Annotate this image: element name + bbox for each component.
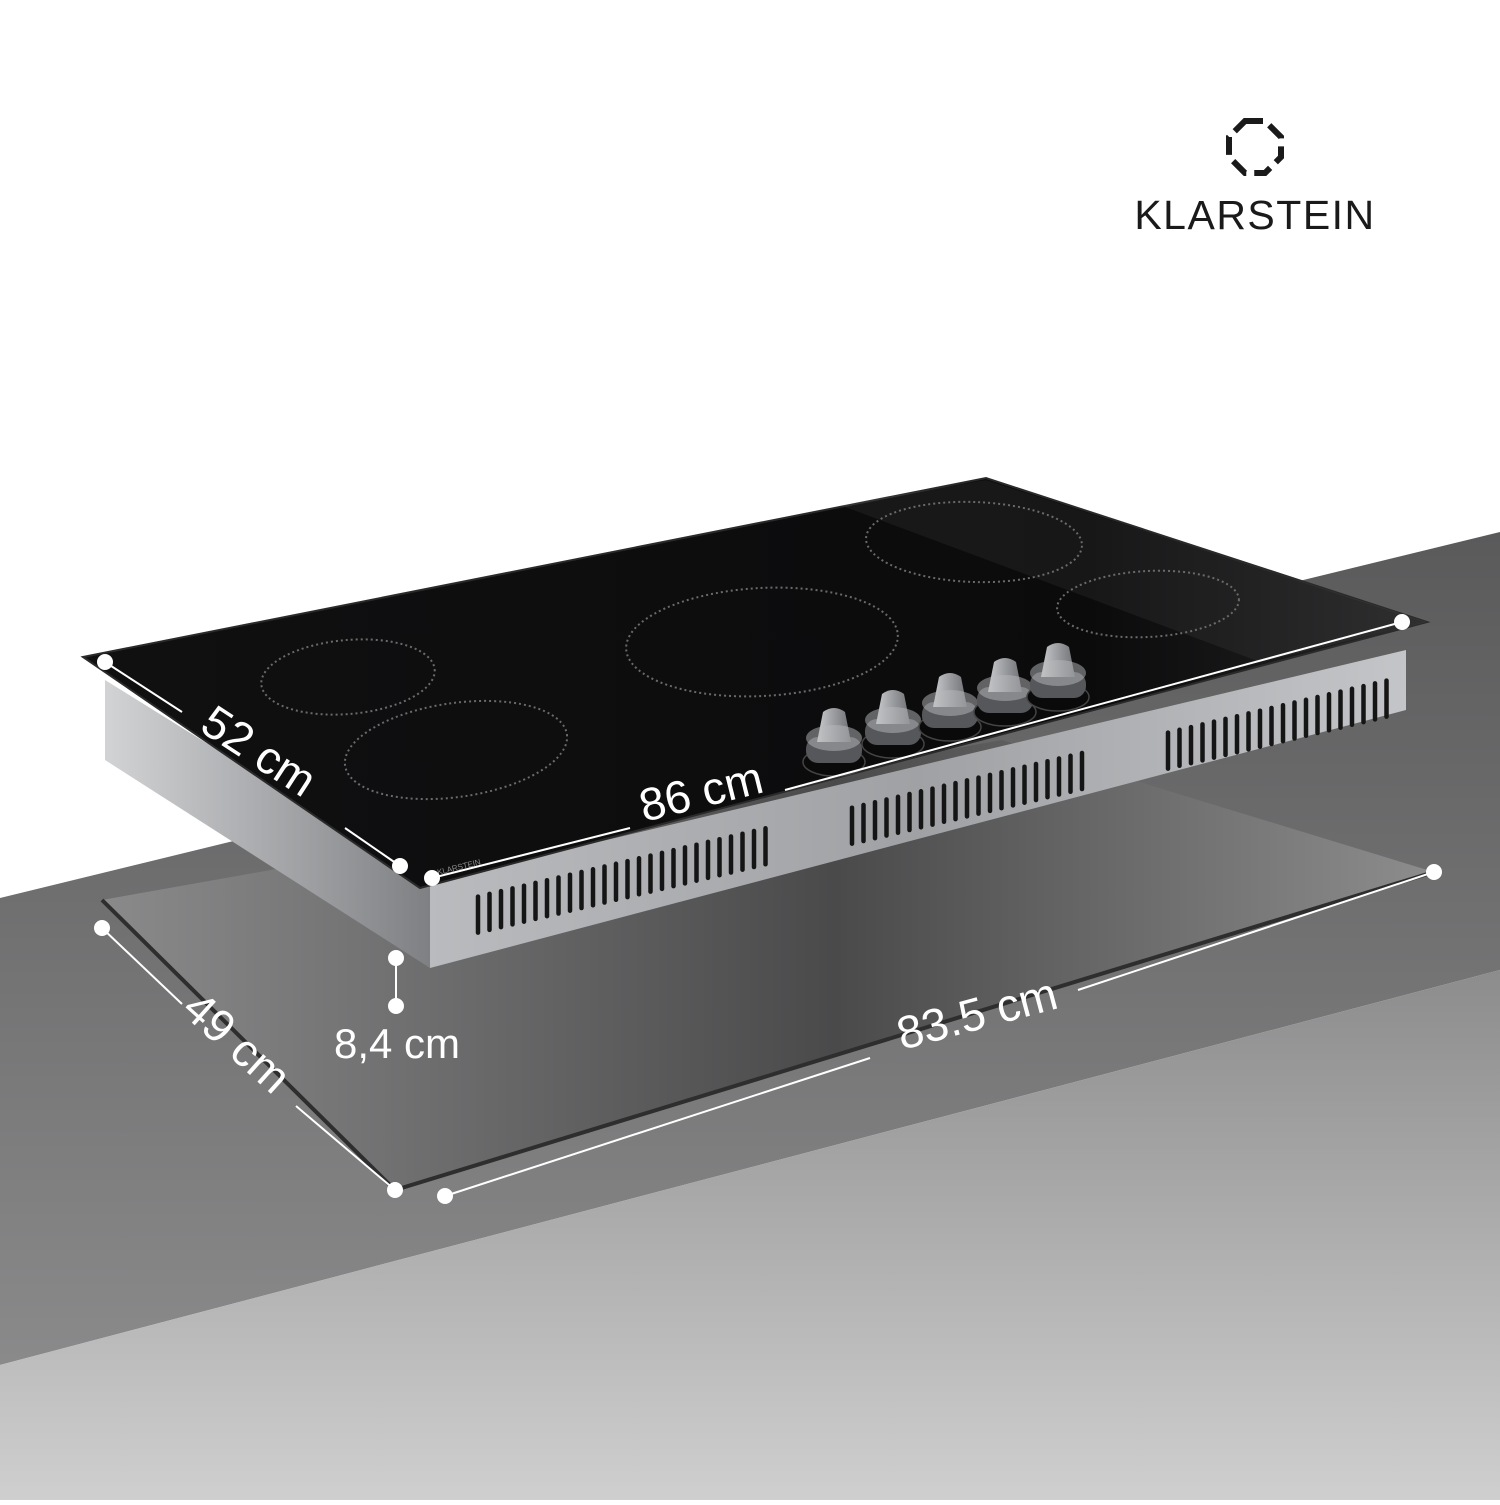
control-knob-3[interactable] <box>918 673 982 742</box>
control-knob-4[interactable] <box>973 658 1037 727</box>
cooking-zone-rear-right <box>865 500 1083 584</box>
glass-reflection <box>840 480 1427 662</box>
height-label: 8,4 cm <box>334 1020 460 1067</box>
brand-mark-icon <box>1226 118 1284 176</box>
cooking-zone-front-right <box>1056 569 1240 639</box>
countertop-front <box>0 970 1500 1500</box>
cooking-zone-front-left <box>343 699 569 801</box>
cooking-zones <box>260 500 1240 801</box>
control-knob-5[interactable] <box>1026 643 1090 712</box>
cooking-zone-rear-left <box>260 638 436 716</box>
glass-dimension-lines <box>97 614 1410 886</box>
control-knobs <box>802 643 1090 777</box>
cooking-zone-center <box>625 586 899 698</box>
brand-logo: KLARSTEIN <box>1110 115 1400 239</box>
vent-slots <box>475 678 1389 935</box>
brand-name: KLARSTEIN <box>1134 192 1376 238</box>
control-knob-2[interactable] <box>861 690 925 759</box>
casing-front <box>430 650 1406 968</box>
control-knob-1[interactable] <box>802 708 866 777</box>
cutout-dimension-lines <box>94 864 1442 1204</box>
casing-left-side <box>105 680 430 968</box>
